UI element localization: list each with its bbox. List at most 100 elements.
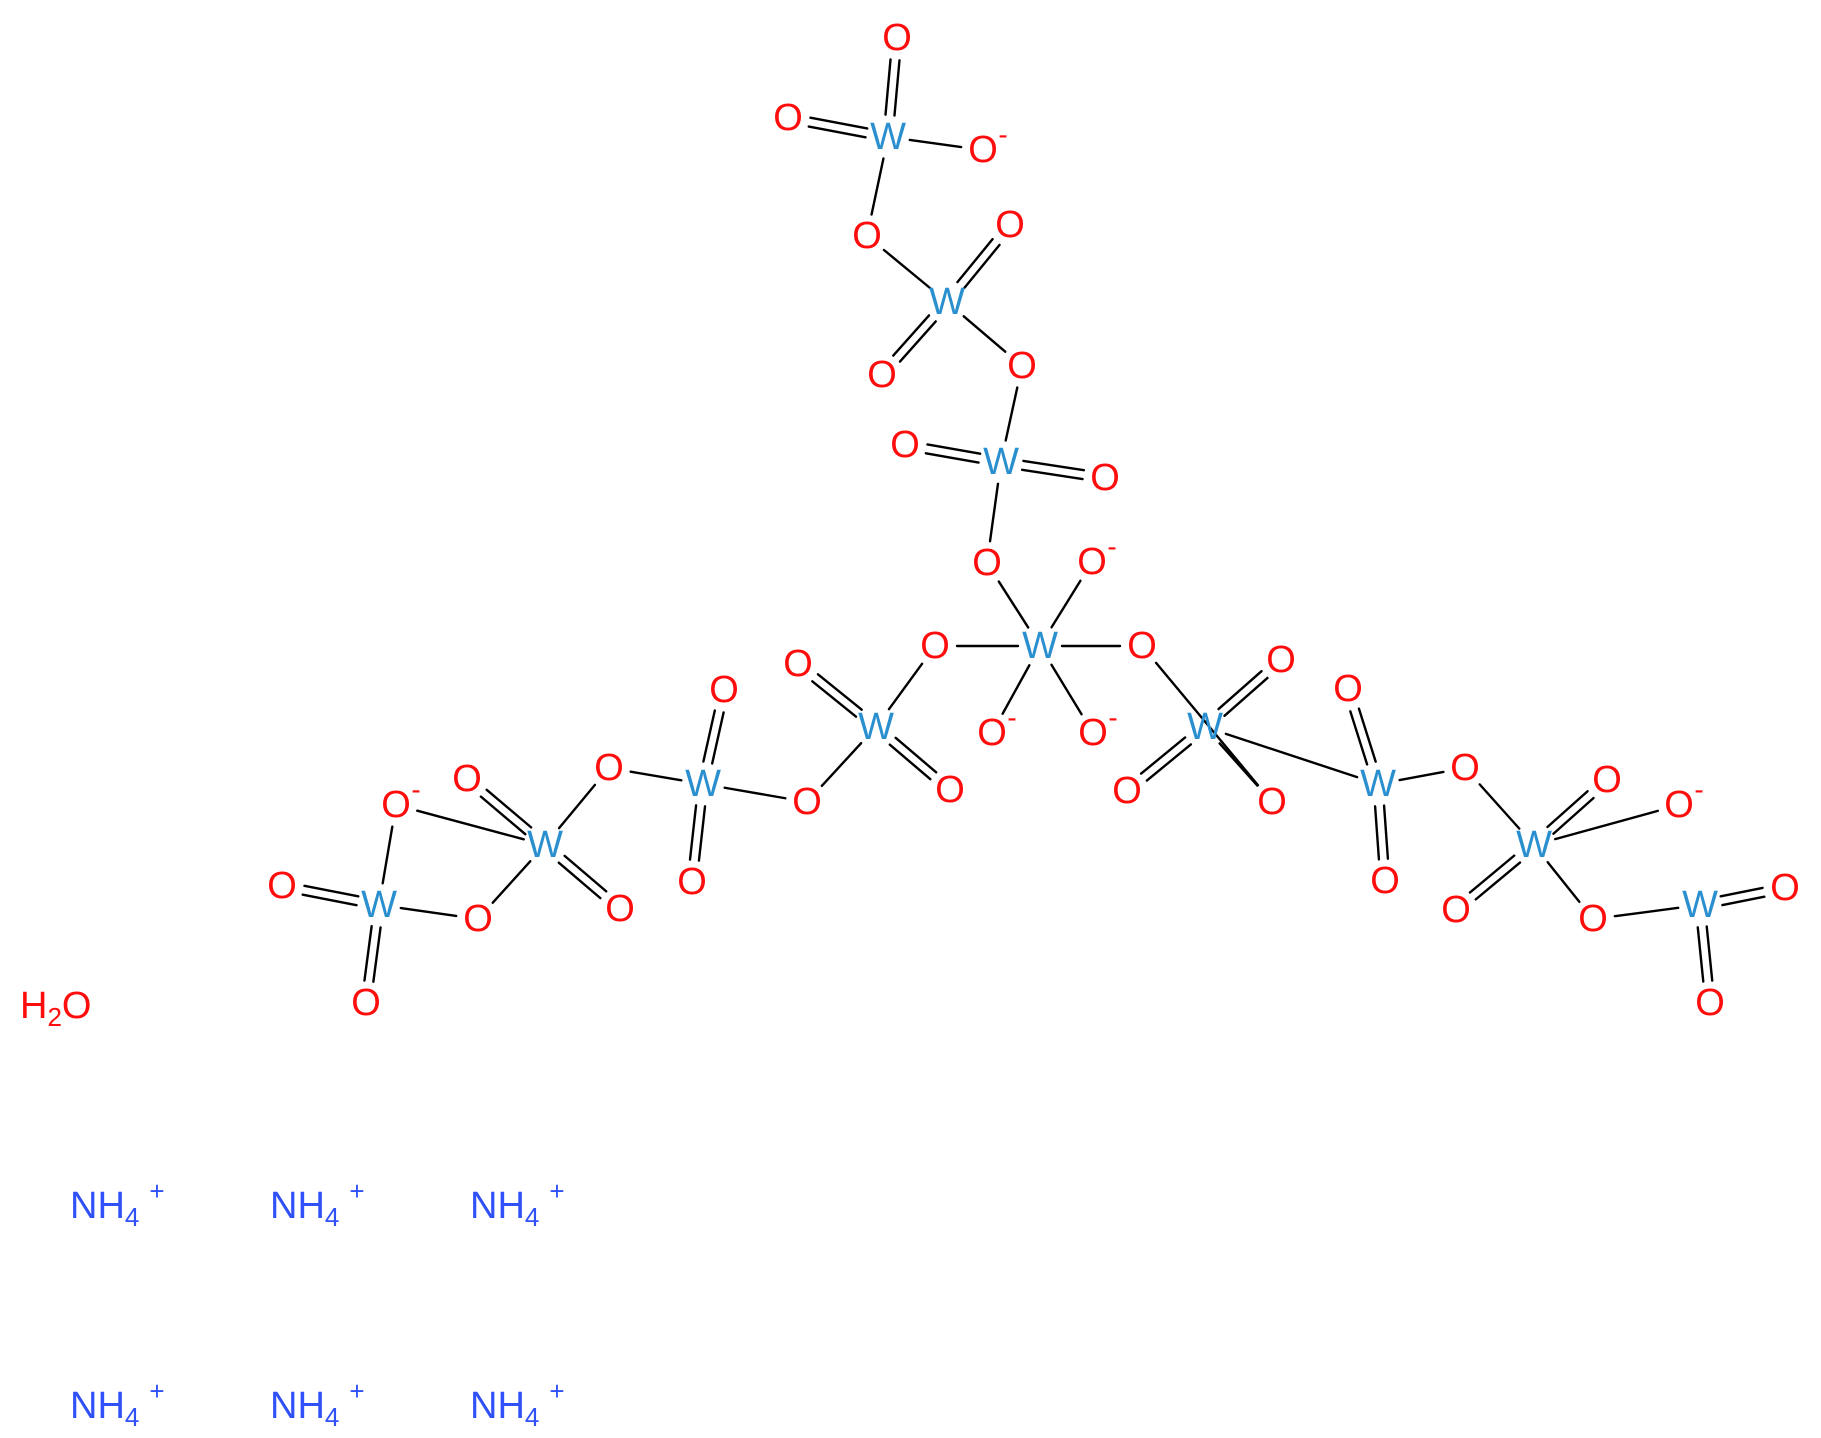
water-h: H <box>20 985 47 1027</box>
oxygen-atom: O <box>709 669 739 711</box>
water-sub: 2 <box>47 1002 61 1032</box>
ammonium-sub: 4 <box>125 1202 139 1232</box>
ammonium-sub: 4 <box>325 1402 339 1432</box>
single-bond <box>629 770 683 782</box>
negative-charge: - <box>1108 702 1117 733</box>
ammonium-sub: 4 <box>525 1202 539 1232</box>
single-bond <box>1613 906 1680 918</box>
oxygen-atom: O <box>882 17 912 59</box>
oxygen-atom: O <box>267 865 297 907</box>
double-bond-line <box>1468 854 1516 894</box>
double-bond-line <box>1719 886 1764 898</box>
oxygen-atom: O <box>977 712 1007 754</box>
negative-charge: - <box>998 119 1007 150</box>
single-bond <box>723 786 787 800</box>
oxygen-atom: O <box>1333 668 1363 710</box>
double-bond-line <box>892 314 931 357</box>
double-bond-line <box>893 59 901 117</box>
double-bond-line <box>363 925 373 982</box>
double-bond-line <box>1349 710 1369 766</box>
double-bond-line <box>688 804 698 861</box>
double-bond-line <box>1546 790 1589 829</box>
double-bond-line <box>1705 925 1714 982</box>
single-bond <box>416 809 525 841</box>
double-bond-line <box>1217 669 1263 711</box>
double-bond-line <box>1020 468 1084 481</box>
negative-charge: - <box>1107 531 1116 562</box>
single-bond <box>1050 579 1082 629</box>
water-o: O <box>62 985 92 1027</box>
single-bond <box>988 482 1000 543</box>
ammonium-charge: + <box>349 1376 364 1406</box>
oxygen-atom: O <box>972 542 1002 584</box>
double-bond-line <box>557 861 602 900</box>
oxygen-atom: O <box>792 781 822 823</box>
oxygen-atom: O <box>968 129 998 171</box>
oxygen-atom: O <box>1127 625 1157 667</box>
single-bond <box>1154 661 1260 787</box>
oxygen-atom: O <box>1441 889 1471 931</box>
oxygen-atom: O <box>1257 781 1287 823</box>
ammonium-charge: + <box>149 1376 164 1406</box>
tungsten-atom: W <box>361 884 397 926</box>
tungsten-atom: W <box>870 116 906 158</box>
double-bond-line <box>1145 743 1193 782</box>
single-bond <box>381 825 394 885</box>
oxygen-atom: O <box>463 898 493 940</box>
single-bond <box>399 906 458 918</box>
oxygen-atom: O <box>1370 860 1400 902</box>
tungsten-atom: W <box>685 763 721 805</box>
oxygen-atom: O <box>1695 982 1725 1024</box>
tungsten-atom: W <box>1187 706 1223 748</box>
oxygen-atom: O <box>1007 345 1037 387</box>
tungsten-atom: W <box>858 706 894 748</box>
double-bond-line <box>898 320 937 363</box>
double-bond-line <box>702 709 717 763</box>
double-bond-line <box>1357 707 1377 763</box>
single-bond <box>887 662 924 711</box>
single-bond <box>557 783 597 830</box>
double-bond-line <box>924 452 980 464</box>
single-bond <box>1001 664 1031 715</box>
oxygen-atom: O <box>935 769 965 811</box>
ammonium-sub: 4 <box>325 1202 339 1232</box>
oxygen-atom: O <box>1078 712 1108 754</box>
tungsten-atom: W <box>1682 884 1718 926</box>
ammonium-ion: NH4+ <box>70 1176 165 1232</box>
oxygen-atom: O <box>852 215 882 257</box>
double-bond-line <box>1721 895 1766 907</box>
oxygen-atom: O <box>381 784 411 826</box>
oxygen-atom: O <box>920 625 950 667</box>
negative-charge: - <box>1007 702 1016 733</box>
double-bond-line <box>301 893 358 907</box>
oxygen-atom: O <box>783 643 813 685</box>
ammonium-ion: NH4+ <box>270 1176 365 1232</box>
double-bond-line <box>809 116 869 130</box>
double-bond-line <box>563 854 608 893</box>
double-bond-line <box>1552 796 1595 835</box>
ammonium-base: NH <box>270 1385 325 1427</box>
water-molecule: H2O <box>20 985 91 1032</box>
ammonium-sub: 4 <box>525 1402 539 1432</box>
double-bond-line <box>1373 805 1381 861</box>
ammonium-base: NH <box>270 1185 325 1227</box>
ammonium-ion: NH4+ <box>70 1376 165 1432</box>
double-bond-line <box>888 743 932 781</box>
ammonium-sub: 4 <box>125 1402 139 1432</box>
double-bond-line <box>1223 676 1269 718</box>
double-bond-line <box>697 805 707 862</box>
oxygen-atom: O <box>594 747 624 789</box>
single-bond <box>1546 861 1581 903</box>
tungsten-atom: W <box>527 824 563 866</box>
double-bond-line <box>963 243 1001 290</box>
ammonium-ion: NH4+ <box>470 1376 565 1432</box>
tungsten-atom: W <box>983 441 1019 483</box>
single-bond <box>1050 663 1083 716</box>
oxygen-atom: O <box>605 888 635 930</box>
ammonium-base: NH <box>70 1185 125 1227</box>
negative-charge: - <box>1694 774 1703 805</box>
oxygen-atom: O <box>890 424 920 466</box>
single-bond <box>1004 386 1019 442</box>
